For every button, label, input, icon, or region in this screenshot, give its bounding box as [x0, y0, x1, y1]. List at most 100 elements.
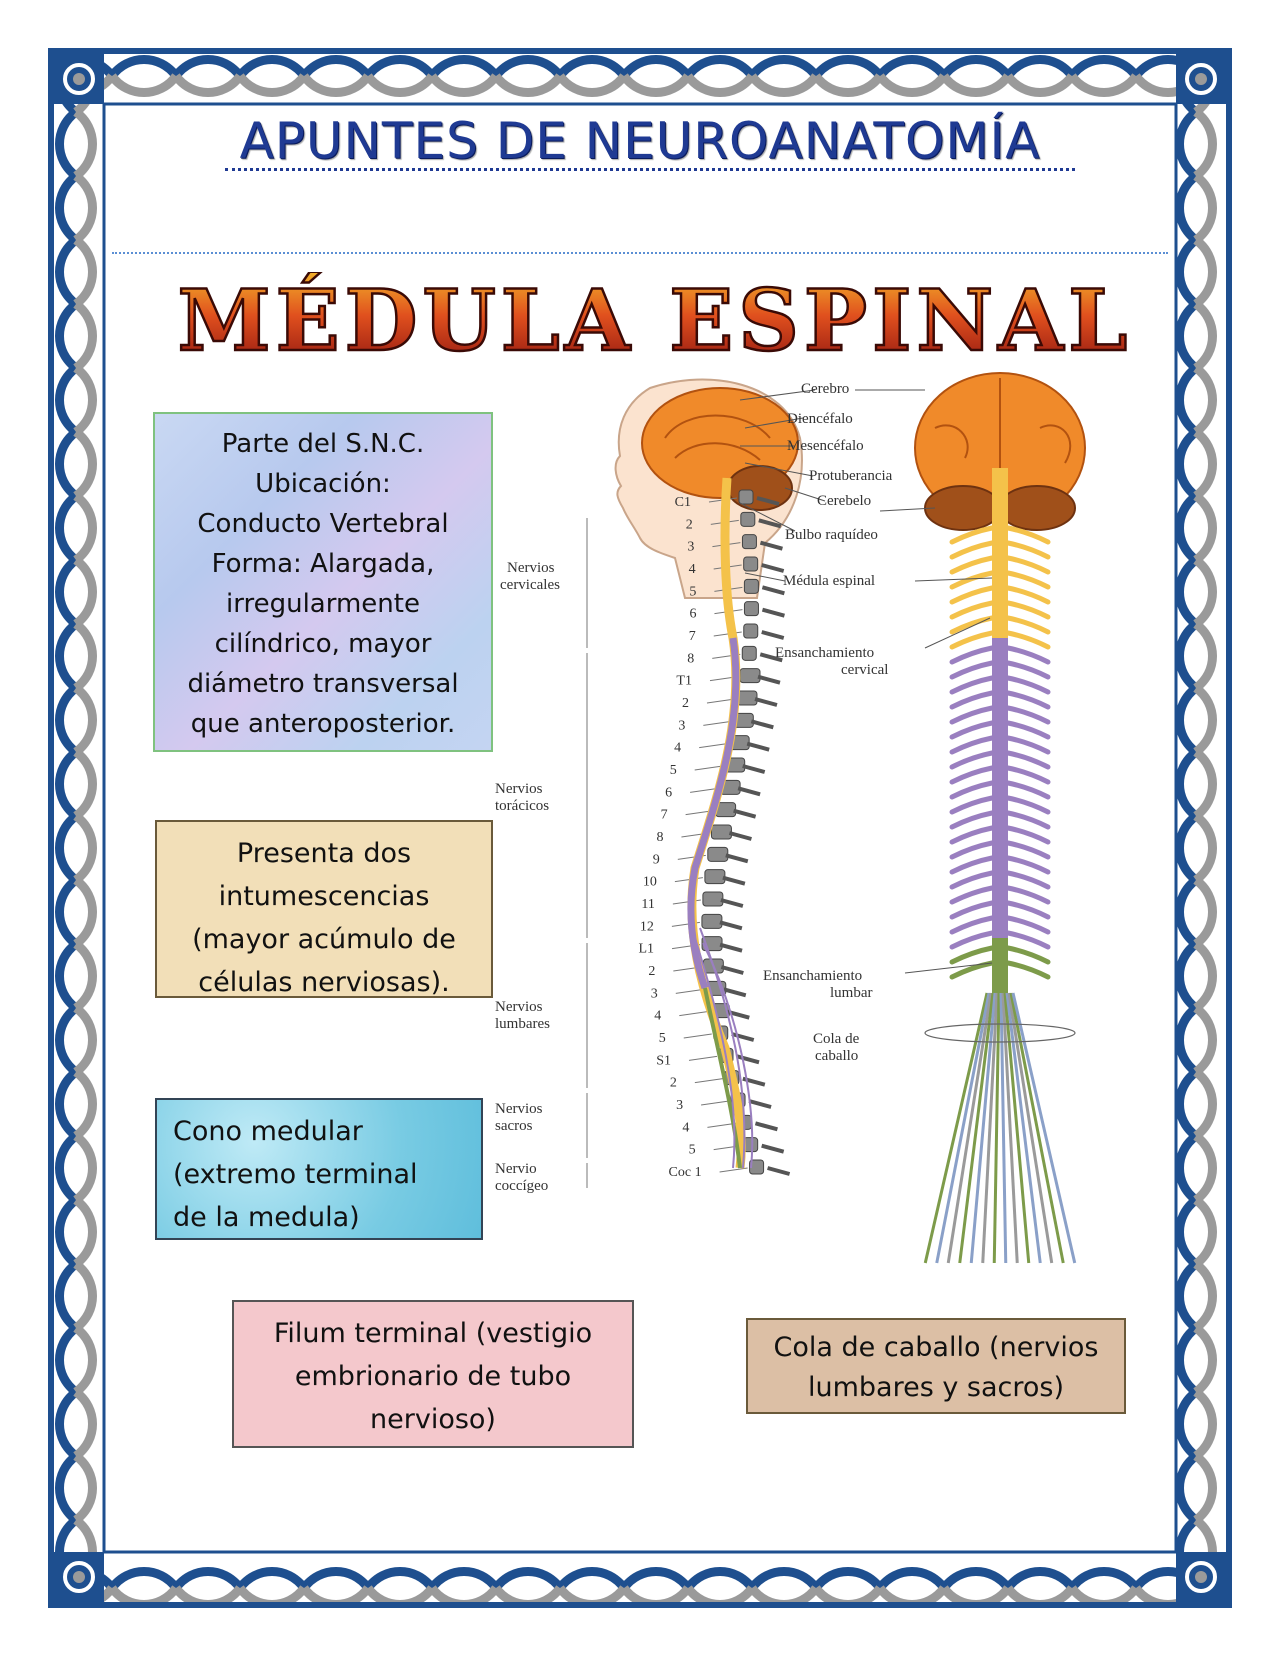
spinous-process [750, 719, 774, 730]
spinal-nerve [1005, 810, 1051, 830]
page-border [48, 48, 1232, 1608]
spinal-nerve [949, 900, 995, 920]
label-diencefalo: Diencéfalo [787, 411, 853, 427]
vertebra-number: 2 [648, 964, 655, 979]
note-snc: Parte del S.N.C. Ubicación: Conducto Ver… [153, 412, 493, 752]
spinal-nerve [949, 525, 995, 545]
vertebra-number: Coc 1 [669, 1165, 702, 1180]
label-protuberancia: Protuberancia [809, 468, 893, 484]
nerve-root-side [699, 743, 728, 749]
cauda-fiber [1009, 992, 1065, 1264]
note-line: nervioso) [370, 1404, 496, 1435]
cauda-fiber [935, 992, 991, 1264]
vertebra-number: 6 [665, 785, 672, 800]
nerve-root-side [675, 988, 704, 994]
nerve-root-side [719, 1167, 748, 1173]
vertebra [749, 1159, 765, 1175]
vertebra-number: 9 [653, 852, 660, 867]
vertebra-number: 7 [689, 629, 696, 644]
vertebra [743, 623, 759, 639]
label-coccigeo-2: coccígeo [495, 1178, 548, 1194]
spinal-nerve [1005, 780, 1051, 800]
spinal-nerve [1005, 735, 1051, 755]
cauda-fiber [1007, 992, 1054, 1264]
spinal-nerve [1005, 765, 1051, 785]
spinous-process [722, 875, 746, 886]
cauda-equina-front [923, 992, 1077, 1264]
spinous-process [728, 831, 752, 841]
vertebra-number: 10 [643, 875, 657, 890]
spinal-nerve [949, 540, 995, 560]
spinal-nerve [1005, 870, 1051, 890]
spinal-nerve [949, 555, 995, 575]
spinal-nerve [1005, 585, 1051, 605]
label-lumbares: Nervios [495, 999, 543, 1015]
brain-side [641, 387, 799, 511]
spinal-nerve [1005, 915, 1051, 935]
spinal-nerve [949, 720, 995, 740]
vertebra [707, 846, 729, 862]
vertebra [738, 489, 754, 505]
spinous-process [719, 942, 743, 953]
vertebra-number: 5 [689, 584, 696, 599]
note-line: irregularmente [226, 589, 420, 619]
label-coccigeo: Nervio [495, 1161, 537, 1177]
cauda-fiber [992, 992, 1001, 1264]
spinal-cord-figure: Cerebro Diencéfalo Mesencéfalo Protubera… [495, 368, 1133, 1280]
spinal-nerve [949, 930, 995, 950]
spinal-nerve [1005, 720, 1051, 740]
vertebra [743, 556, 759, 572]
cauda-fiber [946, 992, 993, 1264]
spinal-nerve [1005, 930, 1051, 950]
label-cola-2: caballo [815, 1048, 858, 1064]
spinal-nerve [949, 735, 995, 755]
spinal-nerve [1005, 855, 1051, 875]
note-cola-caballo: Cola de caballo (nervios lumbares y sacr… [746, 1318, 1126, 1414]
label-bulbo: Bulbo raquídeo [785, 527, 878, 543]
spinous-process [748, 1099, 772, 1109]
note-cono-medular: Cono medular (extremo terminal de la med… [155, 1098, 483, 1240]
spinal-nerve [949, 825, 995, 845]
label-medula: Médula espinal [783, 573, 875, 589]
vertebra [736, 690, 758, 706]
spinous-process [723, 987, 747, 998]
spinal-nerve [949, 795, 995, 815]
spinal-nerve [949, 600, 995, 620]
vertebra-number: C1 [675, 495, 691, 510]
spinal-nerve [1005, 630, 1051, 650]
label-ens-lumbar-2: lumbar [830, 985, 873, 1001]
nerve-root-side [679, 1011, 708, 1017]
leader-lines [739, 389, 993, 974]
spinal-nerve [1005, 885, 1051, 905]
vertebra [740, 511, 756, 527]
label-ens-lumbar: Ensanchamiento [763, 968, 862, 984]
note-line: Parte del S.N.C. [221, 429, 425, 459]
spinal-nerve [1005, 615, 1051, 635]
spinous-process [761, 563, 785, 573]
label-mesencefalo: Mesencéfalo [787, 438, 864, 454]
vertebra-number: 2 [682, 696, 689, 711]
spinous-process [758, 518, 782, 529]
spinal-nerve [949, 765, 995, 785]
spinal-nerve [949, 660, 995, 680]
spinal-nerve [1005, 660, 1051, 680]
note-line: (mayor acúmulo de [192, 924, 456, 955]
nerve-root-side [694, 765, 723, 771]
spinal-nerve [949, 705, 995, 725]
spinal-nerve [949, 885, 995, 905]
vertebra-number: S1 [656, 1053, 671, 1068]
cauda-fiber [999, 992, 1008, 1264]
vertebra [701, 913, 723, 929]
nerve-root-side [706, 698, 736, 704]
vertebra-number: 3 [678, 718, 685, 733]
title-underline [225, 168, 1075, 171]
spinous-process [737, 786, 761, 797]
vertebra-number: 2 [670, 1076, 677, 1091]
note-line: cilíndrico, mayor [214, 629, 432, 659]
spinal-nerve [1005, 570, 1051, 590]
vertebra-number: 4 [654, 1009, 661, 1024]
label-cerebelo: Cerebelo [817, 493, 871, 509]
label-cervicales: Nervios [507, 560, 555, 576]
note-line: intumescencias [218, 881, 430, 912]
spinal-nerve [949, 840, 995, 860]
